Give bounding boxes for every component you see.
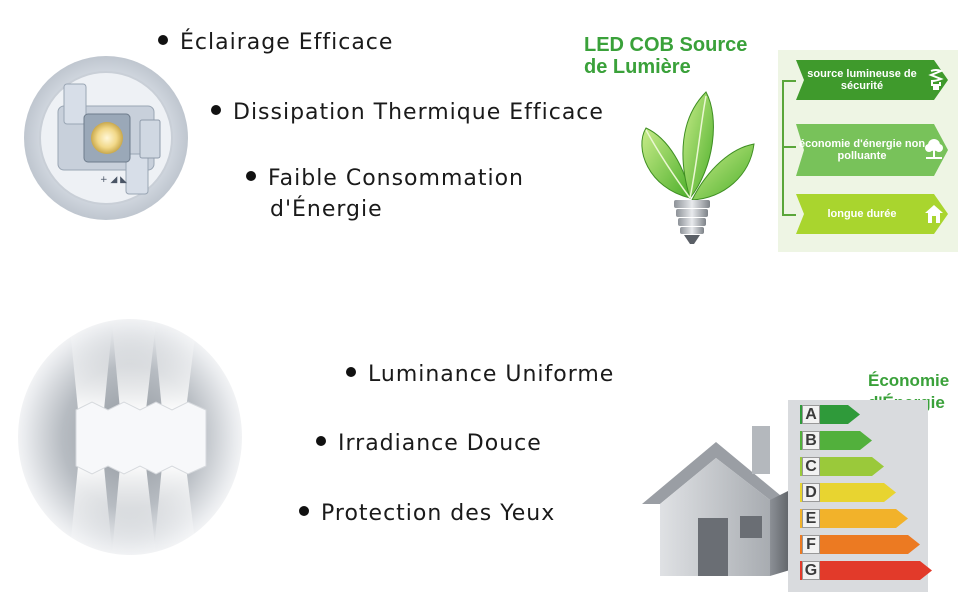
energy-class-f: F [800, 535, 920, 554]
tree-icon [925, 139, 943, 159]
bullet-item: Dissipation Thermique Efficace [211, 100, 604, 125]
bullet-text: Luminance Uniforme [368, 362, 615, 387]
energy-class-d: D [800, 483, 896, 502]
bullet-dot [211, 105, 221, 115]
panel-connector [782, 214, 796, 216]
energy-title-line: Économie [868, 371, 950, 390]
energy-class-g: G [800, 561, 932, 580]
feature-label: économie d'énergie non polluante [798, 138, 926, 162]
bullet-text: Protection des Yeux [321, 501, 556, 526]
bullet-text: Dissipation Thermique Efficace [233, 100, 604, 125]
energy-class-letter: G [802, 561, 820, 580]
bullet-text: Faible Consommation [268, 166, 525, 191]
wall-light-image [16, 318, 244, 556]
bullet-dot [299, 506, 309, 516]
bullet-dot [346, 367, 356, 377]
feature-item: source lumineuse de sécurité [796, 60, 948, 100]
bullet-dot [316, 436, 326, 446]
energy-house-image [640, 400, 810, 596]
house-icon [925, 205, 943, 223]
bulb-icon [928, 69, 944, 90]
energy-class-a: A [800, 405, 860, 424]
feature-label: source lumineuse de sécurité [807, 68, 917, 92]
bullet-dot [158, 35, 168, 45]
panel-connector [782, 80, 784, 216]
feature-item: économie d'énergie non polluante [796, 124, 948, 176]
bullet-text: d'Énergie [270, 197, 383, 222]
bullet-item: Luminance Uniforme [346, 362, 614, 387]
feature-item: longue durée [796, 194, 948, 234]
energy-class-c: C [800, 457, 884, 476]
leaf-bulb-image [628, 88, 758, 248]
led-cob-title-line: de Lumière [584, 56, 691, 78]
bullet-item: Faible Consommation [246, 166, 524, 191]
bullet-item: Protection des Yeux [299, 501, 555, 526]
energy-class-e: E [800, 509, 908, 528]
bullet-dot [246, 171, 256, 181]
led-cob-title: LED COB Source de Lumière [584, 34, 747, 78]
energy-class-letter: B [802, 431, 820, 450]
svg-text:+ ◢ ◣: + ◢ ◣ [100, 175, 127, 185]
energy-class-letter: F [802, 535, 820, 554]
bullet-continuation: d'Énergie [270, 197, 383, 222]
features-panel: source lumineuse de sécurité économie d'… [778, 50, 958, 252]
bullet-item: Irradiance Douce [316, 431, 542, 456]
energy-class-letter: C [802, 457, 820, 476]
panel-connector [782, 146, 796, 148]
led-cob-title-line: LED COB Source [584, 34, 748, 56]
panel-connector [782, 80, 796, 82]
energy-class-b: B [800, 431, 872, 450]
energy-class-letter: D [802, 483, 820, 502]
bullet-text: Éclairage Efficace [180, 30, 394, 55]
feature-label: longue durée [827, 208, 897, 220]
led-bulb-image: + ◢ ◣ [22, 54, 190, 222]
bullet-text: Irradiance Douce [338, 431, 542, 456]
energy-class-letter: E [802, 509, 820, 528]
energy-class-letter: A [802, 405, 820, 424]
bullet-item: Éclairage Efficace [158, 30, 393, 55]
